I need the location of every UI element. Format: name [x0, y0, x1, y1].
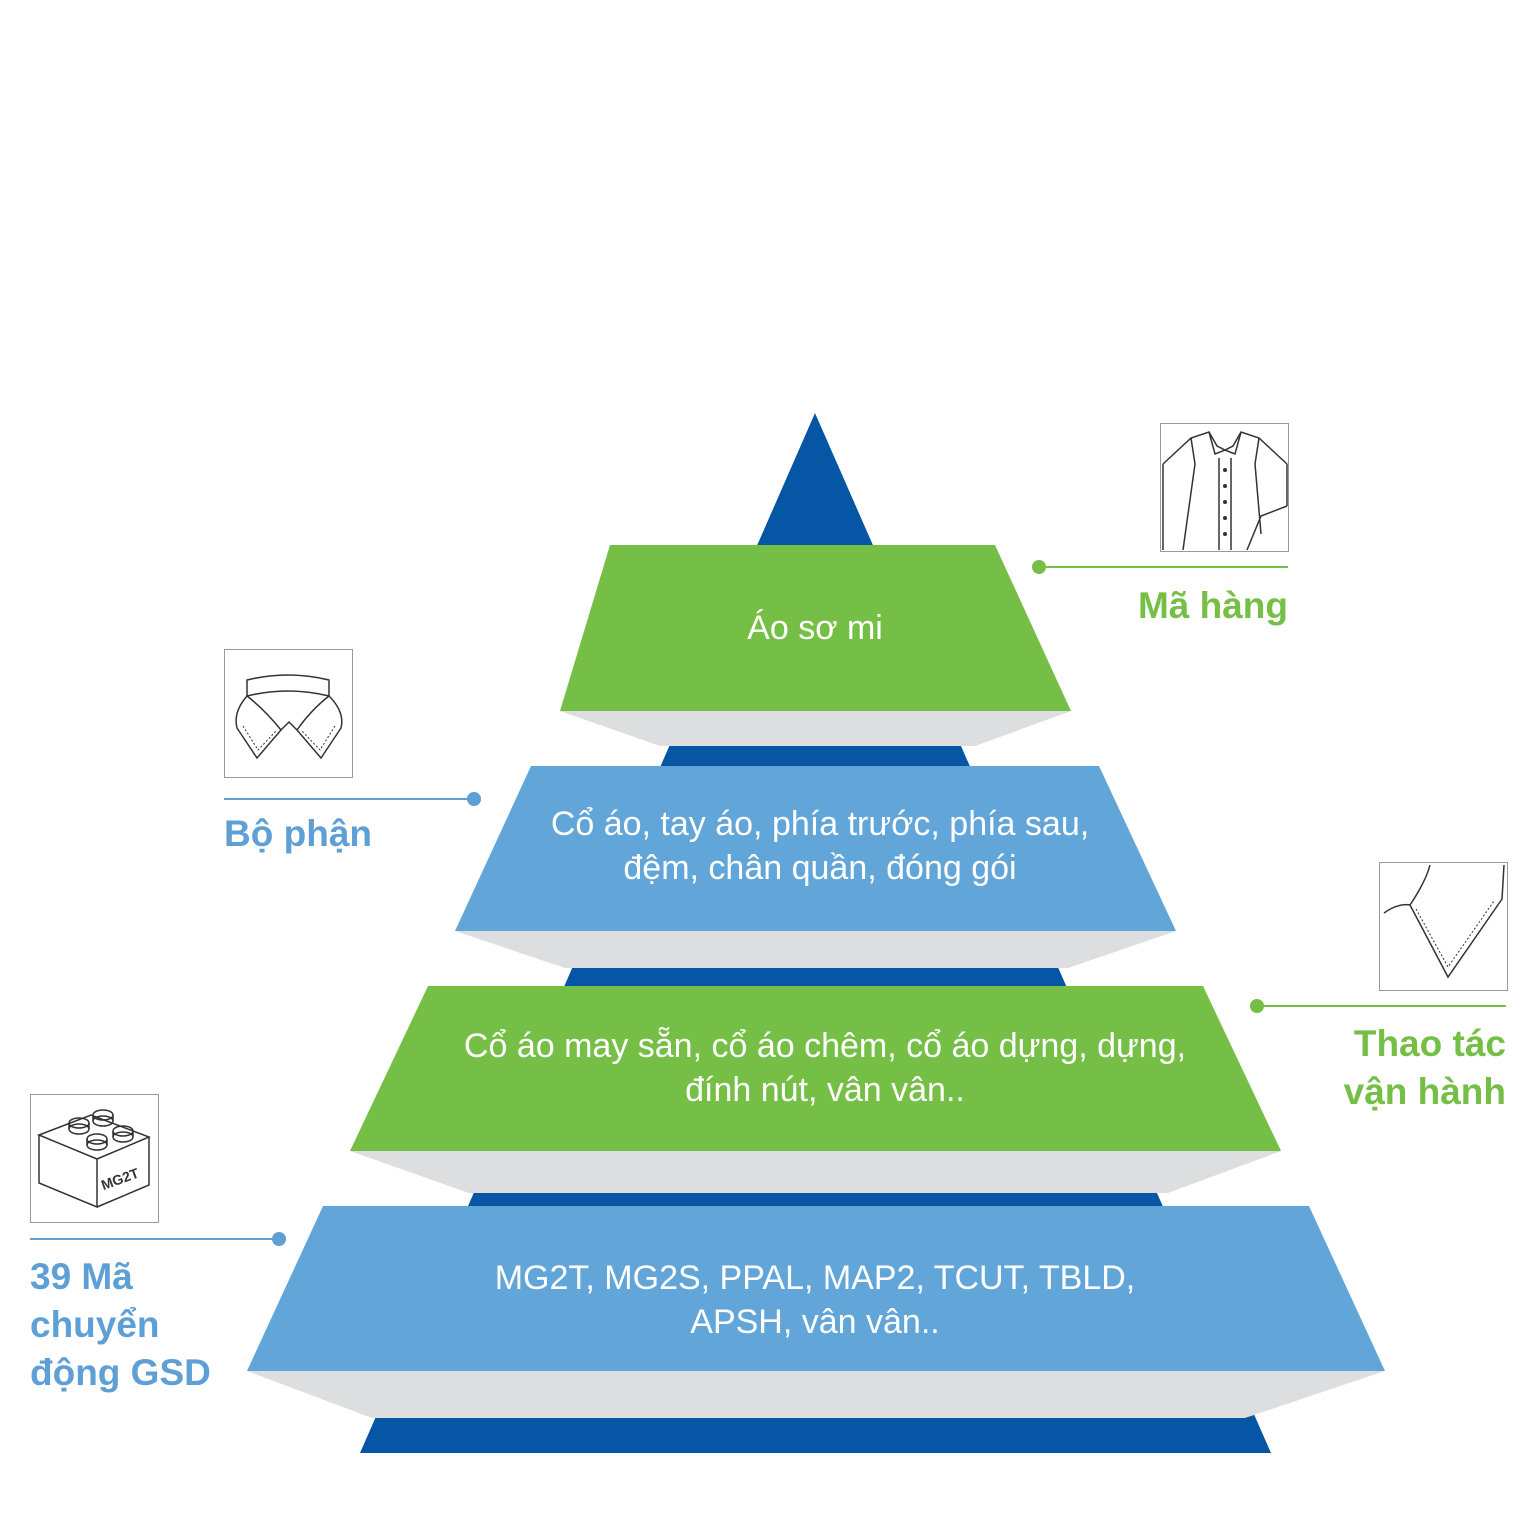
- band-2-text: Cổ áo, tay áo, phía trước, phía sau, đệm…: [550, 805, 1090, 887]
- lego-brick-label: MG2T: [99, 1165, 141, 1193]
- label-ma-hang: Mã hàng: [1137, 585, 1288, 626]
- band-3-shadow: [350, 1151, 1281, 1193]
- label-39-ma-chuyen-dong-gsd: 39 Mã chuyển động GSD: [30, 1256, 211, 1393]
- label-bo-phan: Bộ phận: [224, 813, 372, 854]
- band-2: [455, 766, 1176, 931]
- connector-dot-4: [272, 1232, 286, 1246]
- band-4-shadow: [247, 1371, 1385, 1418]
- collar-icon: [224, 649, 353, 778]
- band-1-shadow: [560, 711, 1071, 746]
- band-4-text: MG2T, MG2S, PPAL, MAP2, TCUT, TBLD, APSH…: [494, 1259, 1136, 1341]
- band-1: [560, 545, 1071, 711]
- lego-brick-icon: MG2T: [30, 1094, 159, 1223]
- collar-point-icon: [1379, 862, 1508, 991]
- band-4: [247, 1206, 1385, 1371]
- shirt-icon: [1160, 423, 1289, 552]
- band-1-text: Áo sơ mi: [747, 609, 883, 647]
- connector-dot-1: [1032, 560, 1046, 574]
- connector-dot-3: [1250, 999, 1264, 1013]
- connector-dot-2: [467, 792, 481, 806]
- band-3: [350, 986, 1281, 1151]
- label-thao-tac-van-hanh: Thao tác vận hành: [1343, 1023, 1506, 1112]
- band-2-shadow: [455, 931, 1176, 968]
- band-3-text: Cổ áo may sẵn, cổ áo chêm, cổ áo dựng, d…: [463, 1027, 1187, 1109]
